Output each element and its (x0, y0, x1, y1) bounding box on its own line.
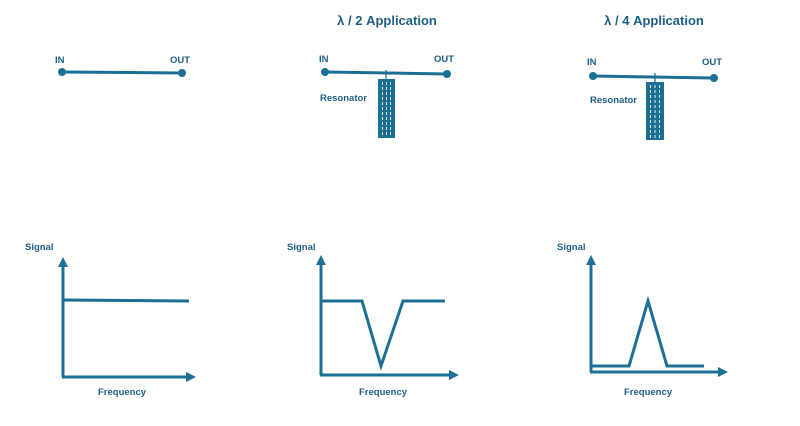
in-label: IN (587, 57, 597, 68)
circuit-quarter-wave: IN OUT Resonator (587, 57, 722, 140)
in-node (321, 68, 329, 76)
transmission-line (61, 70, 183, 75)
panel-3: λ / 4 Application IN OUT Resonator Signa… (557, 13, 728, 398)
response-curve-notch (321, 299, 445, 371)
out-label: OUT (434, 54, 454, 65)
in-node (58, 68, 66, 76)
x-axis-label: Frequency (98, 387, 147, 398)
y-axis-label: Signal (287, 242, 316, 253)
response-curve-flat (62, 298, 190, 303)
graph-notch: Signal Frequency (287, 242, 459, 398)
resonator-label: Resonator (320, 93, 367, 104)
response-curve-peak (591, 295, 704, 368)
out-node (443, 70, 451, 78)
x-axis-label: Frequency (359, 387, 408, 398)
out-label: OUT (170, 55, 190, 66)
out-node (710, 74, 718, 82)
y-axis-label: Signal (25, 242, 54, 253)
x-axis-label: Frequency (624, 387, 673, 398)
resonator-label: Resonator (590, 95, 637, 106)
circuit-plain: IN OUT (55, 55, 190, 77)
graph-peak: Signal Frequency (557, 242, 728, 398)
resonator (646, 82, 664, 140)
in-label: IN (319, 54, 329, 65)
panel-title: λ / 2 Application (337, 13, 437, 28)
panel-1: IN OUT Signal Frequency (25, 55, 196, 398)
panel-title: λ / 4 Application (604, 13, 704, 28)
out-label: OUT (702, 57, 722, 68)
graph-flat: Signal Frequency (25, 242, 196, 398)
resonator (378, 79, 395, 138)
in-label: IN (55, 55, 65, 66)
circuit-half-wave: IN OUT Resonator (319, 54, 454, 138)
panel-2: λ / 2 Application IN OUT Resonator Signa… (287, 13, 459, 398)
y-axis-label: Signal (557, 242, 586, 253)
out-node (178, 69, 186, 77)
in-node (589, 72, 597, 80)
transmission-line (592, 74, 715, 80)
